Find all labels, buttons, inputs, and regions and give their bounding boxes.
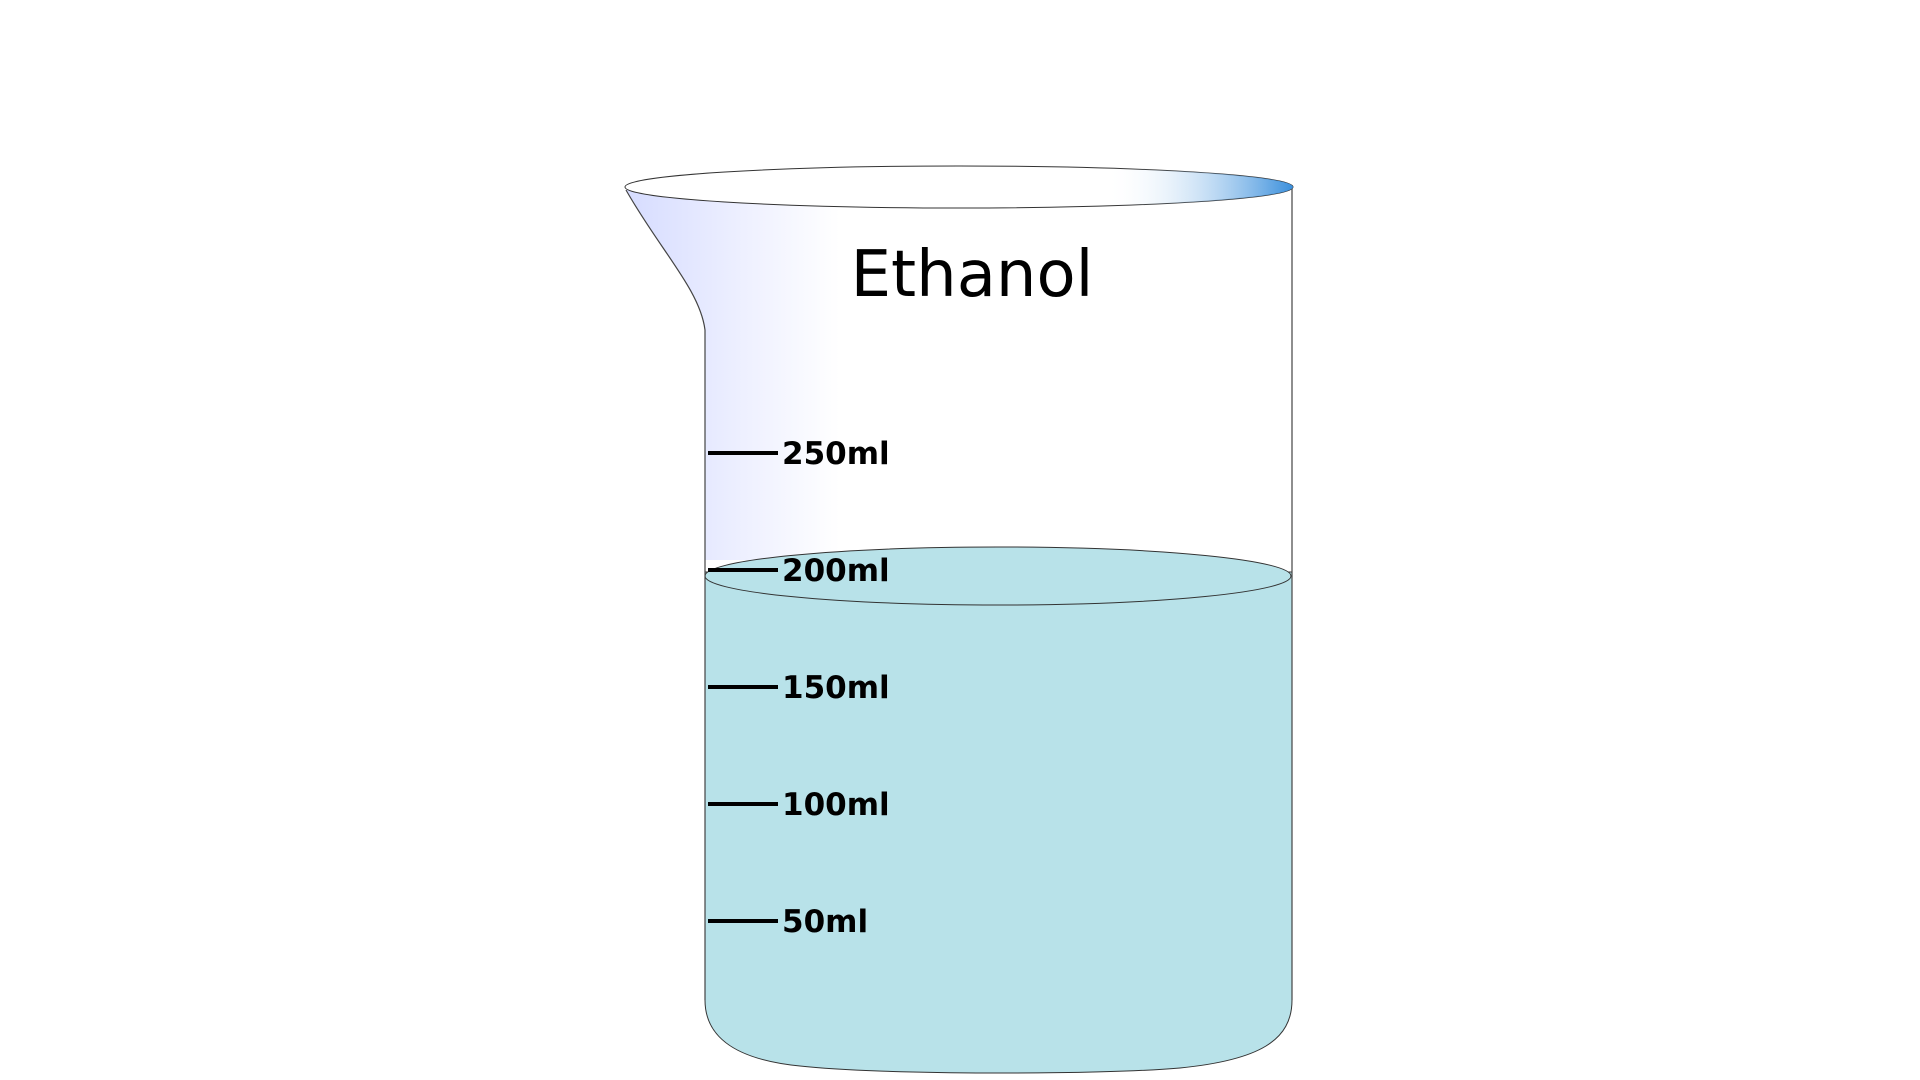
liquid-body <box>704 571 1293 1074</box>
beaker-label: Ethanol <box>851 238 1094 312</box>
beaker-left-wall <box>625 189 706 1000</box>
graduation-scale: 250ml 200ml 150ml 100ml 50ml <box>708 436 890 940</box>
graduation-label: 100ml <box>782 787 890 823</box>
beaker-rim-highlight <box>625 166 1293 208</box>
graduation-label: 250ml <box>782 436 890 472</box>
graduation-label: 150ml <box>782 670 890 706</box>
graduation-label: 50ml <box>782 904 868 940</box>
graduation-label: 200ml <box>782 553 890 589</box>
glass-tint <box>626 190 840 560</box>
